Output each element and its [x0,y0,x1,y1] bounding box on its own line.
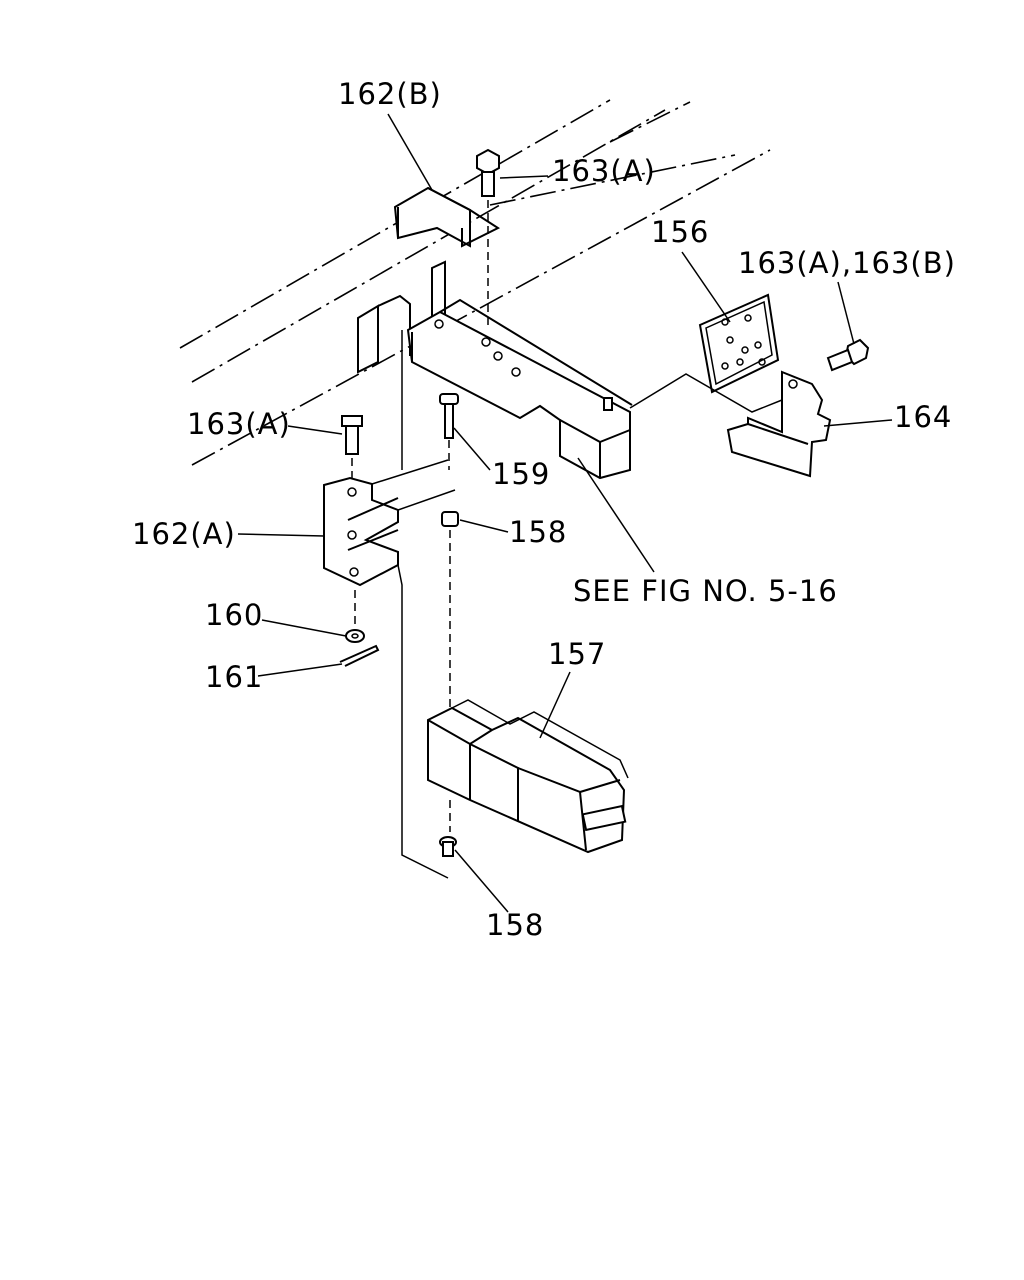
bolt-163a-left [341,415,363,490]
cover-157 [427,699,629,854]
callout-156: 156 [651,215,710,249]
callout-157: 157 [548,637,607,671]
bushing-158-top [441,511,459,710]
callout-158-bottom: 158 [486,908,545,942]
callout-162b: 162(B) [338,77,442,111]
bracket-162a [323,330,456,879]
callout-163a-left: 163(A) [187,407,291,441]
frame-rail-lines [179,99,771,466]
bushing-158-bottom [439,836,457,857]
see-figure-note: SEE FIG NO. 5-16 [573,574,838,608]
cotter-pin-161 [339,644,380,667]
callout-163a-163b: 163(A),163(B) [738,246,956,280]
plate-156 [698,293,780,394]
clip-164 [629,370,832,478]
callout-164: 164 [894,400,953,434]
bolt-163a-top [476,148,500,330]
pin-159 [439,393,459,470]
leader-lines [237,113,893,913]
bolt-163ab [826,338,870,372]
callout-159: 159 [492,457,551,491]
crossmember [357,260,633,480]
callout-162a: 162(A) [132,517,236,551]
callout-158-top: 158 [509,515,568,549]
callout-160: 160 [205,598,264,632]
washer-160 [345,590,365,643]
callout-161: 161 [205,660,264,694]
callout-163a-top: 163(A) [552,154,656,188]
bracket-162b [393,186,501,248]
